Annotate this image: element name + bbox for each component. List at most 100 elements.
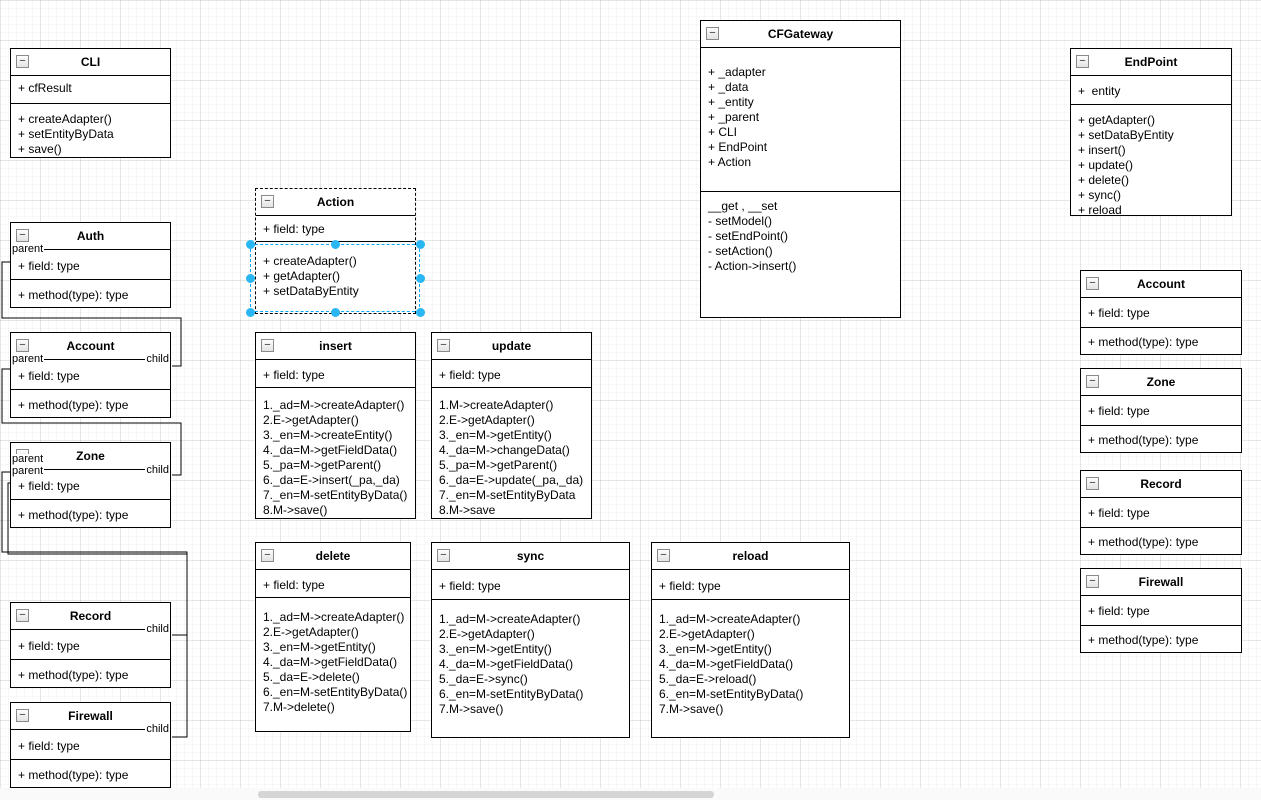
collapse-icon[interactable]: − [16, 609, 29, 622]
class-section[interactable]: + entity [1071, 75, 1231, 104]
collapse-icon[interactable]: − [16, 709, 29, 722]
collapse-icon[interactable]: − [657, 549, 670, 562]
class-section[interactable]: + method(type): type [1081, 327, 1241, 356]
connector-auth-parent-to-account-child[interactable] [1, 261, 182, 367]
class-section[interactable]: + field: type [1081, 395, 1241, 425]
collapse-icon[interactable]: − [261, 195, 274, 208]
class-title-bar[interactable]: −reload [652, 543, 849, 569]
collapse-icon[interactable]: − [16, 55, 29, 68]
connector-zone-parent-to-record-child[interactable] [1, 471, 188, 636]
class-section[interactable]: + getAdapter()+ setDataByEntity+ insert(… [1071, 104, 1231, 217]
connector-account-parent-to-zone-child[interactable] [1, 368, 182, 476]
class-box-account-left[interactable]: −Account+ field: type+ method(type): typ… [10, 332, 171, 418]
horizontal-scrollbar-thumb[interactable] [258, 791, 714, 798]
collapse-icon[interactable]: − [261, 549, 274, 562]
class-title-bar[interactable]: −CLI [11, 49, 170, 75]
selection-handle[interactable] [245, 239, 255, 249]
class-title-bar[interactable]: −Account [1081, 271, 1241, 297]
collapse-icon[interactable]: − [1086, 375, 1099, 388]
class-section[interactable]: + method(type): type [11, 499, 170, 529]
class-title-bar[interactable]: −sync [432, 543, 629, 569]
selection-handle[interactable] [415, 307, 425, 317]
selection-handle[interactable] [245, 273, 255, 283]
selection-handle[interactable] [415, 239, 425, 249]
selection-handle[interactable] [330, 239, 340, 249]
class-section[interactable]: 1._ad=M->createAdapter()2.E->getAdapter(… [256, 387, 415, 520]
class-section[interactable]: + field: type [432, 359, 591, 387]
class-section[interactable]: __get , __set- setModel()- setEndPoint()… [701, 191, 900, 319]
class-section[interactable]: + createAdapter()+ getAdapter()+ setData… [256, 241, 415, 315]
class-section[interactable]: + field: type [256, 569, 410, 597]
class-title-bar[interactable]: −Account [11, 333, 170, 359]
class-section[interactable]: + field: type [652, 569, 849, 599]
class-title-bar[interactable]: −delete [256, 543, 410, 569]
class-box-cfgateway[interactable]: −CFGateway+ _adapter+ _data+ _entity+ _p… [700, 20, 901, 318]
class-title-bar[interactable]: −Auth [11, 223, 170, 249]
collapse-icon[interactable]: − [437, 339, 450, 352]
class-box-firewall-right[interactable]: −Firewall+ field: type+ method(type): ty… [1080, 568, 1242, 653]
class-section[interactable]: + field: type [256, 215, 415, 241]
class-section[interactable]: + field: type [11, 359, 170, 389]
selection-handle[interactable] [245, 307, 255, 317]
collapse-icon[interactable]: − [261, 339, 274, 352]
class-section[interactable]: 1.M->createAdapter()2.E->getAdapter()3._… [432, 387, 591, 520]
collapse-icon[interactable]: − [1086, 575, 1099, 588]
class-section[interactable]: + method(type): type [11, 389, 170, 419]
collapse-icon[interactable]: − [706, 27, 719, 40]
connector-zone-parent-to-firewall-child[interactable] [7, 482, 188, 738]
class-section[interactable]: + method(type): type [1081, 527, 1241, 556]
class-box-record-left[interactable]: −Record+ field: type+ method(type): type… [10, 602, 171, 688]
collapse-icon[interactable]: − [437, 549, 450, 562]
class-box-zone-left[interactable]: −Zone+ field: type+ method(type): typepa… [10, 442, 171, 528]
class-title-bar[interactable]: −EndPoint [1071, 49, 1231, 75]
class-section[interactable]: + field: type [11, 629, 170, 659]
class-title-bar[interactable]: −Firewall [11, 703, 170, 729]
class-section[interactable]: + method(type): type [11, 279, 170, 309]
class-title-bar[interactable]: −Firewall [1081, 569, 1241, 595]
class-section[interactable]: 1._ad=M->createAdapter()2.E->getAdapter(… [432, 599, 629, 739]
class-section[interactable]: + method(type): type [1081, 425, 1241, 454]
class-box-endpoint[interactable]: −EndPoint+ entity+ getAdapter()+ setData… [1070, 48, 1232, 217]
class-box-zone-right[interactable]: −Zone+ field: type+ method(type): type [1080, 368, 1242, 453]
class-box-account-right[interactable]: −Account+ field: type+ method(type): typ… [1080, 270, 1242, 355]
collapse-icon[interactable]: − [16, 229, 29, 242]
class-section[interactable]: + _adapter+ _data+ _entity+ _parent+ CLI… [701, 47, 900, 191]
class-title-bar[interactable]: −CFGateway [701, 21, 900, 47]
class-box-record-right[interactable]: −Record+ field: type+ method(type): type [1080, 470, 1242, 555]
collapse-icon[interactable]: − [1086, 477, 1099, 490]
class-box-cli[interactable]: −CLI+ cfResult+ createAdapter()+ setEnti… [10, 48, 171, 158]
collapse-icon[interactable]: − [1076, 55, 1089, 68]
class-section[interactable]: + field: type [1081, 497, 1241, 527]
class-section[interactable]: 1._ad=M->createAdapter()2.E->getAdapter(… [256, 597, 410, 733]
class-title-bar[interactable]: −Record [1081, 471, 1241, 497]
class-box-action[interactable]: −Action+ field: type+ createAdapter()+ g… [255, 188, 416, 314]
class-section[interactable]: + field: type [1081, 595, 1241, 625]
class-title-bar[interactable]: −Record [11, 603, 170, 629]
class-section[interactable]: + field: type [256, 359, 415, 387]
class-title-bar[interactable]: −insert [256, 333, 415, 359]
class-section[interactable]: + method(type): type [1081, 625, 1241, 654]
class-section[interactable]: + method(type): type [11, 659, 170, 689]
collapse-icon[interactable]: − [16, 339, 29, 352]
class-section[interactable]: + field: type [432, 569, 629, 599]
class-section[interactable]: + field: type [11, 729, 170, 759]
class-section[interactable]: + field: type [11, 469, 170, 499]
class-section[interactable]: + field: type [1081, 297, 1241, 327]
class-section[interactable]: 1._ad=M->createAdapter()2.E->getAdapter(… [652, 599, 849, 739]
class-box-firewall-left[interactable]: −Firewall+ field: type+ method(type): ty… [10, 702, 171, 788]
collapse-icon[interactable]: − [1086, 277, 1099, 290]
selection-handle[interactable] [330, 307, 340, 317]
class-title-bar[interactable]: −Action [256, 189, 415, 215]
class-section[interactable]: + field: type [11, 249, 170, 279]
class-title-bar[interactable]: −update [432, 333, 591, 359]
class-section[interactable]: + method(type): type [11, 759, 170, 789]
class-title-bar[interactable]: −Zone [1081, 369, 1241, 395]
class-section[interactable]: + cfResult [11, 75, 170, 103]
